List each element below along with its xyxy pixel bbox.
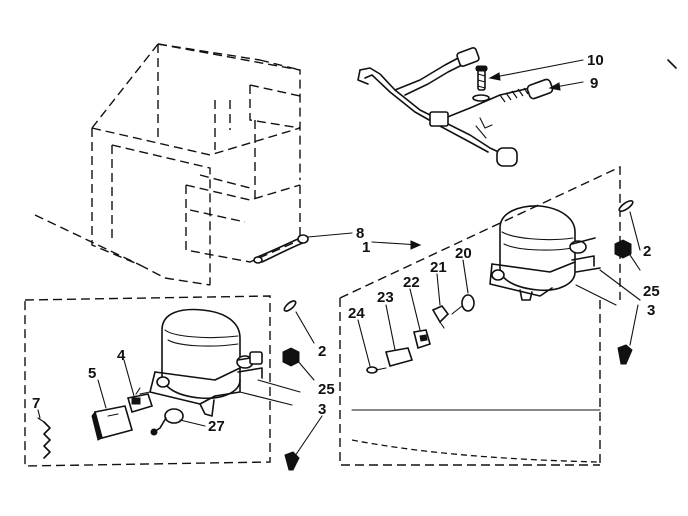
compressor-left: [139, 308, 263, 417]
grommet-part-2-left: [283, 300, 297, 312]
drier-part-8: [253, 232, 353, 264]
relay-cover-part-5: [91, 405, 133, 441]
callout-2-right: 2: [643, 243, 651, 260]
part-24: [366, 366, 387, 374]
washer-part-25-right: [614, 239, 632, 259]
clip-part-3-right: [617, 344, 633, 365]
corner-marks: [667, 59, 677, 69]
lower-left-group-outline: [24, 295, 271, 467]
callout-10: 10: [587, 52, 604, 69]
callout-5: 5: [88, 365, 96, 382]
grommet-part-2-right: [618, 199, 634, 213]
callout-9: 9: [590, 75, 598, 92]
callout-2-left: 2: [318, 343, 326, 360]
callout-22: 22: [403, 274, 420, 291]
relay-part-4: [126, 387, 154, 413]
callout-7: 7: [32, 395, 40, 412]
screw-part-10: [472, 65, 490, 102]
callout-24: 24: [348, 305, 365, 322]
callout-1: 1: [362, 239, 370, 256]
callout-25-left: 25: [318, 381, 335, 398]
callout-20: 20: [455, 245, 472, 262]
cabinet-outline: [34, 43, 301, 286]
callout-3-left: 3: [318, 401, 326, 418]
callout-numbers: 10 9 8 1 20 21 22 23 24 2 25 3 2 25 3 4 …: [32, 52, 660, 435]
plug-part-27: [150, 408, 184, 436]
callout-3-right: 3: [647, 302, 655, 319]
wire-clip-part-7: [37, 417, 51, 459]
compressor-right: [489, 205, 601, 301]
lower-right-group-outline: [339, 165, 621, 466]
callout-27: 27: [208, 418, 225, 435]
part-20: [451, 294, 475, 315]
part-21: [431, 305, 450, 329]
part-23: [384, 347, 414, 367]
callout-8: 8: [356, 225, 364, 242]
callout-4: 4: [117, 347, 126, 364]
leader-lines: [37, 59, 641, 457]
callout-25-right: 25: [643, 283, 660, 300]
clip-part-3-left: [284, 451, 300, 471]
washer-part-25-left: [282, 347, 300, 367]
wiring-harness: [357, 47, 554, 167]
part-22: [413, 329, 431, 350]
callout-arrows: [410, 72, 561, 250]
callout-21: 21: [430, 259, 447, 276]
callout-23: 23: [377, 289, 394, 306]
